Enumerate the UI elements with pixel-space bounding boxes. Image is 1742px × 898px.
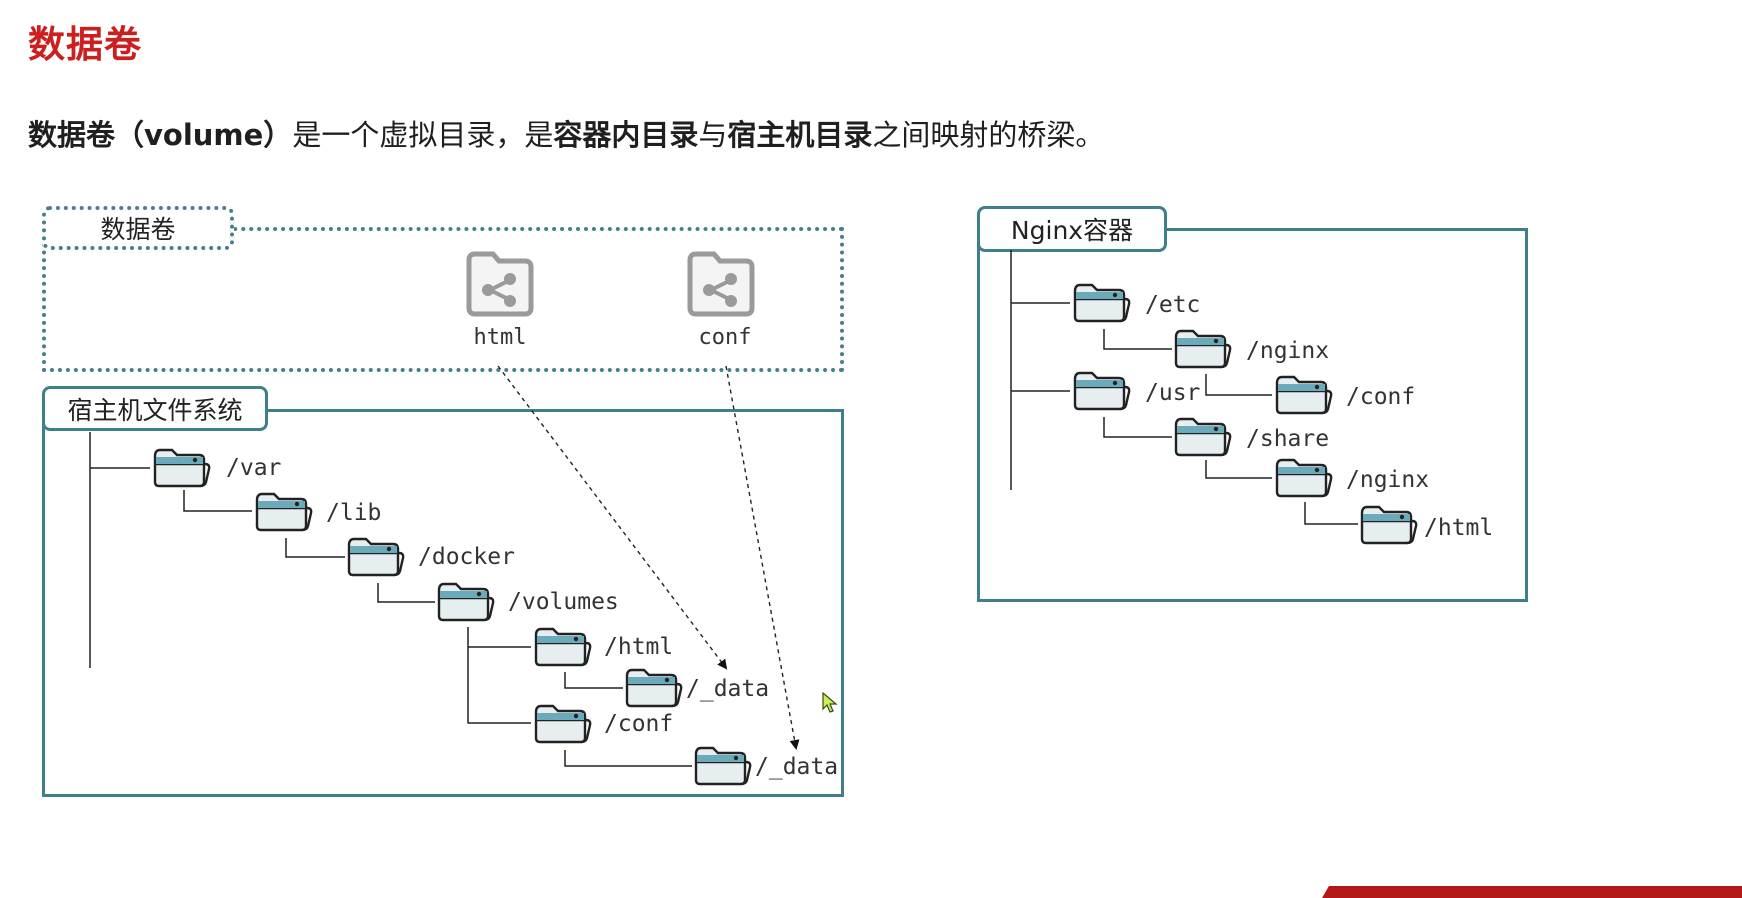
folder-icon (1275, 375, 1333, 415)
intro-sentence: 数据卷（volume）是一个虚拟目录，是容器内目录与宿主机目录之间映射的桥梁。 (28, 112, 1104, 154)
nginx-container-label: Nginx容器 (977, 206, 1167, 252)
nginx-container-box (977, 228, 1528, 602)
host-branch-html-data (564, 672, 623, 689)
bottom-banner (1322, 886, 1742, 898)
host-branch-docker (285, 538, 345, 558)
page-title: 数据卷 (28, 23, 142, 66)
host-path-conf-data: /_data (755, 754, 839, 780)
host-path-docker: /docker (418, 544, 515, 570)
intro-text-2: 与 (698, 118, 728, 152)
host-path-conf: /conf (604, 711, 674, 737)
host-filesystem-label: 宿主机文件系统 (42, 386, 268, 431)
folder-icon (625, 668, 683, 708)
host-branch-volumes (377, 583, 435, 603)
folder-icon (694, 746, 752, 786)
share-folder-icon (687, 251, 755, 317)
nginx-path-nginx: /nginx (1246, 338, 1330, 364)
host-path-volumes: /volumes (508, 589, 619, 615)
intro-host-dir: 宿主机目录 (727, 118, 873, 152)
nginx-path-usr: /usr (1145, 380, 1201, 406)
host-path-lib: /lib (326, 500, 382, 526)
host-path-html: /html (604, 634, 674, 660)
intro-text-1: 是一个虚拟目录，是 (292, 118, 554, 152)
nginx-path-etc: /etc (1145, 292, 1201, 318)
nginx-branch-usr-share (1103, 417, 1172, 438)
host-path-html-data: /_data (686, 676, 770, 702)
nginx-branch-etc-nginx (1103, 329, 1172, 350)
folder-icon (1174, 417, 1232, 457)
volume-box-label: 数据卷 (42, 206, 234, 250)
folder-icon (1073, 283, 1131, 323)
mouse-cursor-icon (822, 692, 838, 713)
volume-label-html: html (473, 325, 527, 350)
nginx-path-share-nginx: /nginx (1346, 467, 1430, 493)
folder-icon (1073, 371, 1131, 411)
folder-icon (534, 627, 592, 667)
mapping-arrow-conf (725, 365, 800, 750)
host-branch-html (467, 627, 531, 724)
folder-icon (534, 704, 592, 744)
folder-icon (1174, 329, 1232, 369)
folder-icon (1275, 458, 1333, 498)
intro-term: 数据卷（volume） (28, 118, 293, 152)
host-branch-lib (183, 490, 252, 512)
host-filesystem-box (42, 409, 844, 797)
folder-icon (1360, 505, 1418, 545)
volume-label-conf: conf (698, 325, 752, 350)
nginx-branch-share-nginx (1205, 460, 1272, 479)
nginx-branch-html (1304, 502, 1358, 525)
folder-icon (347, 537, 405, 577)
nginx-branch-conf (1205, 374, 1272, 396)
nginx-path-html: /html (1424, 515, 1494, 541)
host-path-var: /var (226, 455, 282, 481)
host-branch-conf-data (564, 750, 692, 767)
nginx-path-conf: /conf (1346, 384, 1416, 410)
intro-text-3: 之间映射的桥梁。 (872, 118, 1105, 152)
volume-box (42, 227, 844, 372)
nginx-path-share: /share (1246, 426, 1330, 452)
intro-container-dir: 容器内目录 (553, 118, 699, 152)
share-folder-icon (466, 251, 534, 317)
mapping-arrow-html (497, 365, 728, 670)
folder-icon (153, 448, 211, 488)
folder-icon (255, 492, 313, 532)
folder-icon (437, 582, 495, 622)
